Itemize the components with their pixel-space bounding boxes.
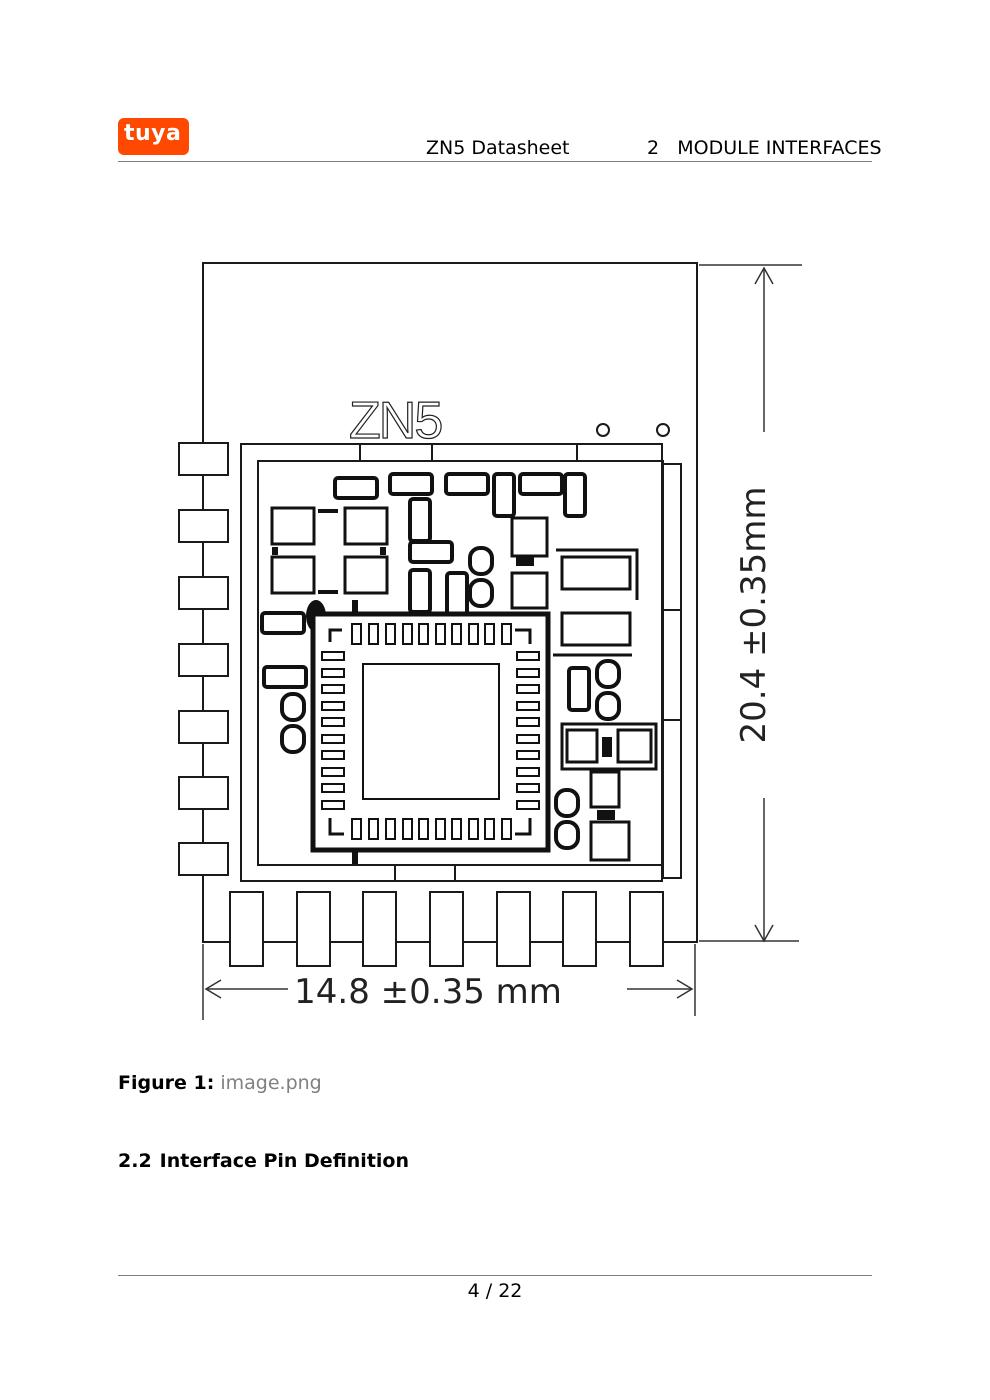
caption-label: Figure 1: (118, 1072, 215, 1094)
main-ic (310, 611, 551, 853)
width-dimension: 14.8 ±0.35 mm (294, 972, 562, 1012)
height-dimension: 20.4 ±0.35mm (734, 487, 774, 744)
header-section-number: 2 (647, 137, 660, 159)
dimension-lines (202, 264, 802, 1020)
logo-text: tuya (124, 121, 182, 146)
tuya-logo: tuya (118, 118, 189, 155)
bottom-pads (229, 891, 664, 967)
section-title: Interface Pin Definition (159, 1150, 409, 1172)
section-number: 2.2 (118, 1150, 152, 1172)
header-section: 2 MODULE INTERFACES (647, 137, 882, 159)
footer-rule (118, 1275, 872, 1276)
caption-text: image.png (220, 1072, 322, 1094)
figure-caption: Figure 1: image.png (118, 1072, 322, 1094)
header-section-title: MODULE INTERFACES (677, 137, 882, 159)
page-number: 4 / 22 (467, 1280, 523, 1302)
header-doc-title: ZN5 Datasheet (426, 137, 570, 159)
left-pads (178, 442, 229, 876)
module-drawing: ZN5 14.8 ±0.35 mm 20.4 ±0.35mm (178, 262, 802, 1020)
section-heading: 2.2 Interface Pin Definition (118, 1150, 409, 1172)
header-rule (118, 161, 872, 162)
module-label: ZN5 (349, 392, 441, 450)
